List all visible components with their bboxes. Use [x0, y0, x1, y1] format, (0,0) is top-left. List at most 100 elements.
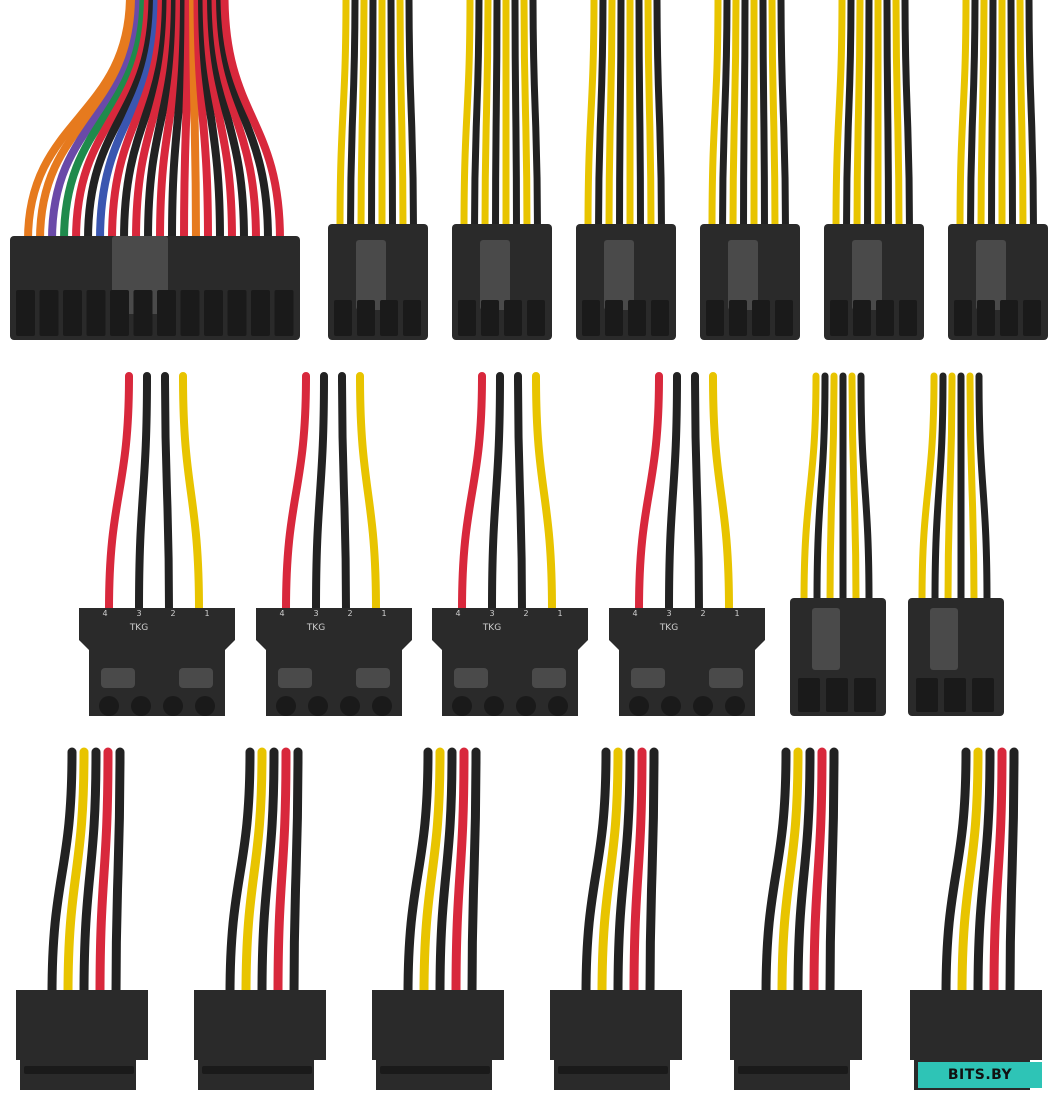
- 8pin-pin-slot: [1023, 300, 1041, 336]
- atx-pin-slot: [204, 290, 223, 336]
- wire: [211, 0, 260, 244]
- wire: [368, 0, 377, 234]
- wire: [691, 372, 703, 614]
- molex-pin-number: 1: [381, 609, 386, 618]
- wire: [36, 0, 139, 244]
- molex-window: [101, 668, 135, 688]
- 8pin-pin-slot: [357, 300, 375, 336]
- atx-pin-slot: [157, 290, 176, 336]
- row-atx-and-8pin: [10, 0, 1048, 340]
- molex-connector-body: [609, 608, 765, 716]
- wire: [832, 0, 846, 234]
- molex-pin-number: 2: [347, 609, 352, 618]
- wire: [108, 0, 166, 244]
- wire: [629, 747, 647, 1000]
- 8pin-connector: [576, 0, 676, 340]
- 8pin-latch: [604, 240, 634, 310]
- wire: [514, 372, 526, 614]
- wire: [336, 0, 350, 234]
- wire: [357, 0, 368, 234]
- wire: [843, 0, 855, 234]
- wire: [892, 0, 903, 234]
- wire: [111, 747, 125, 1000]
- wire: [644, 0, 655, 234]
- wire: [944, 372, 956, 606]
- molex-pin-number: 3: [313, 609, 318, 618]
- wire: [24, 0, 134, 244]
- 8pin-pin-slot: [954, 300, 972, 336]
- wire: [180, 0, 193, 244]
- molex-pin-number: 3: [136, 609, 141, 618]
- 8pin-pin-slot: [582, 300, 600, 336]
- wire: [1007, 0, 1016, 234]
- 8pin-pin-slot: [775, 300, 793, 336]
- 8pin-pin-slot: [729, 300, 747, 336]
- 8pin-pin-slot: [458, 300, 476, 336]
- wire: [338, 372, 350, 614]
- 8pin-pin-slot: [977, 300, 995, 336]
- wire: [144, 0, 179, 244]
- 8pin-pin-slot: [1000, 300, 1018, 336]
- molex-label: TKG: [306, 623, 325, 633]
- wire: [511, 0, 520, 234]
- molex-pin-hole: [725, 696, 745, 716]
- molex-pin-number: 3: [666, 609, 671, 618]
- wire: [216, 0, 272, 244]
- molex-pin-hole: [163, 696, 183, 716]
- wire: [257, 747, 279, 1000]
- sata-connector: [194, 747, 326, 1090]
- atx-pin-slot: [63, 290, 82, 336]
- molex-pin-number: 2: [170, 609, 175, 618]
- 6pin-pin-slot: [798, 678, 820, 712]
- 6pin-pin-slot: [916, 678, 938, 712]
- wire: [135, 372, 151, 614]
- wire: [120, 0, 170, 244]
- wire: [179, 372, 203, 614]
- molex-pin-hole: [195, 696, 215, 716]
- wire: [918, 372, 938, 606]
- wire: [220, 0, 284, 244]
- wire: [95, 747, 113, 1000]
- 8pin-pin-slot: [481, 300, 499, 336]
- wire: [1025, 0, 1037, 234]
- sata-connector: [730, 747, 862, 1090]
- wire: [60, 0, 148, 244]
- 6pin-pin-slot: [854, 678, 876, 712]
- molex-pin-hole: [276, 696, 296, 716]
- 8pin-pin-slot: [527, 300, 545, 336]
- sata-slot: [202, 1066, 312, 1074]
- 8pin-pin-slot: [651, 300, 669, 336]
- molex-pin-number: 2: [523, 609, 528, 618]
- wire: [529, 0, 541, 234]
- wire: [189, 0, 200, 244]
- molex-pin-hole: [516, 696, 536, 716]
- wire: [809, 747, 827, 1000]
- molex-label: TKG: [482, 623, 501, 633]
- wire: [72, 0, 152, 244]
- wire: [207, 0, 248, 244]
- wire: [883, 0, 892, 234]
- wire: [768, 0, 779, 234]
- wire: [396, 0, 407, 234]
- 8pin-pin-slot: [403, 300, 421, 336]
- wire: [451, 747, 469, 1000]
- wire: [347, 0, 359, 234]
- 8pin-pin-slot: [504, 300, 522, 336]
- 6pin-connector: [908, 372, 1004, 716]
- molex-pin-hole: [308, 696, 328, 716]
- sata-connector-body: [16, 990, 148, 1090]
- 8pin-connector: [948, 0, 1048, 340]
- molex-pin-hole: [484, 696, 504, 716]
- wire: [403, 747, 433, 1000]
- wire: [492, 0, 501, 234]
- wire: [635, 372, 663, 614]
- wire: [967, 0, 979, 234]
- 6pin-pin-slot: [826, 678, 848, 712]
- wire: [826, 372, 838, 606]
- watermark-logo: BITS.BY: [918, 1062, 1042, 1088]
- wire: [709, 372, 733, 614]
